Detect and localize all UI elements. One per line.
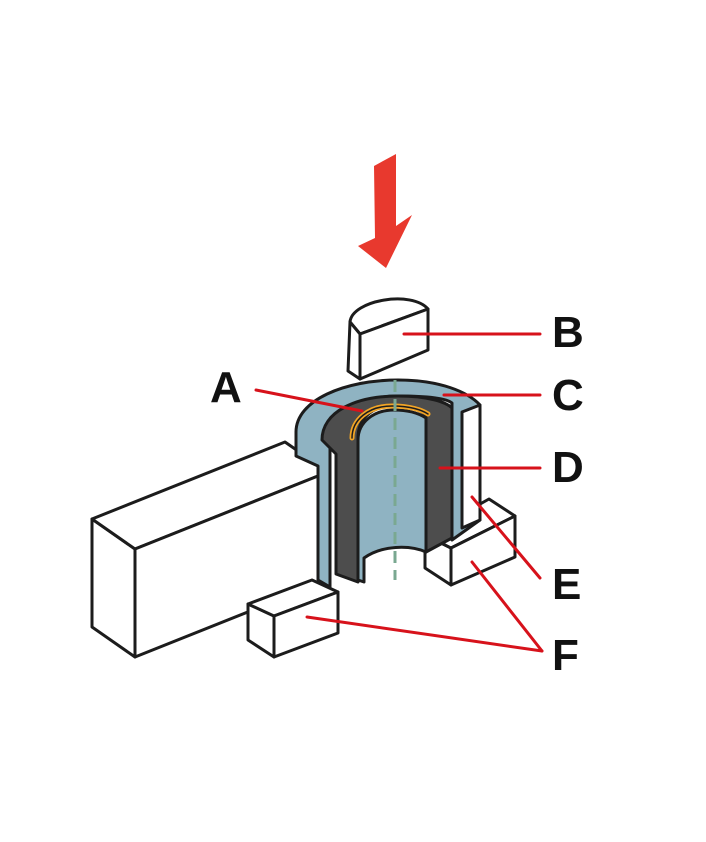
leader-lines [254,332,544,653]
label-d: D [552,443,584,492]
die-inner-core [356,408,428,584]
leader-e [470,495,542,580]
leader-f-1 [305,615,544,653]
down-arrow-icon [358,154,412,268]
punch [346,297,430,381]
foot-block-left [246,578,340,659]
leader-a [254,388,364,413]
label-c: C [552,371,584,420]
label-f: F [552,631,579,680]
leader-f-2 [470,560,544,653]
label-b: B [552,308,584,357]
die-cutaway [294,378,482,589]
label-e: E [552,560,581,609]
side-bar [90,440,330,659]
label-a: A [210,363,242,412]
